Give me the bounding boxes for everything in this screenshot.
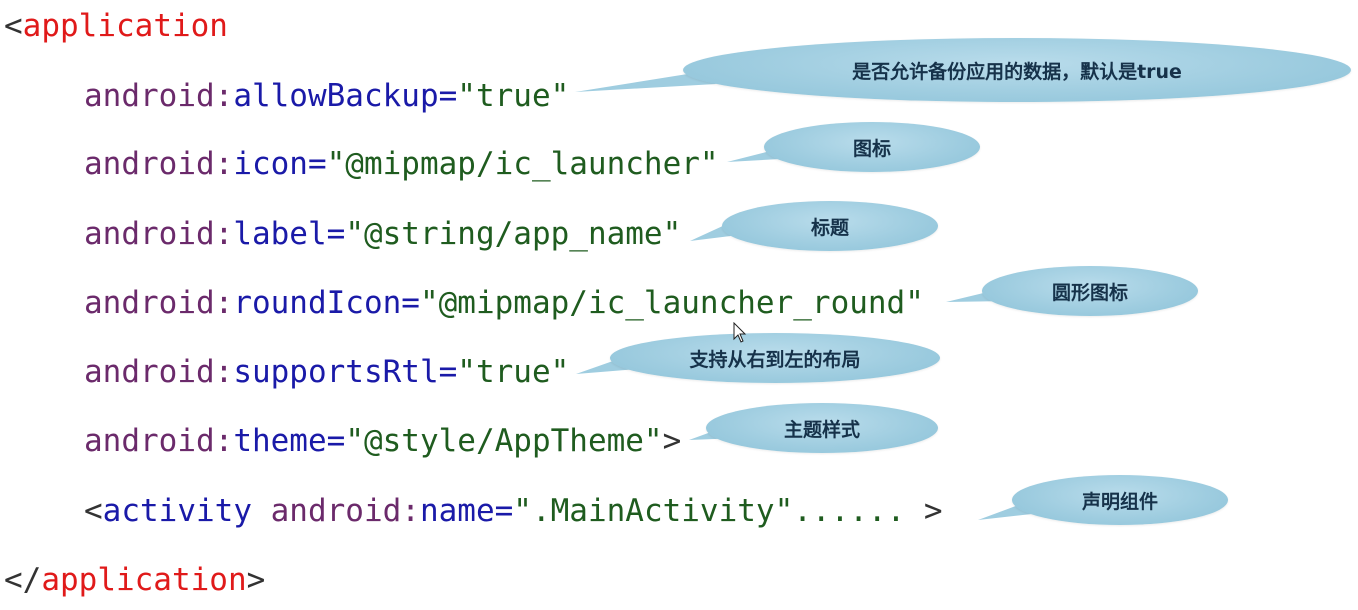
tail-allow-backup bbox=[575, 72, 716, 92]
code-line-supports-rtl: android:supportsRtl="true" bbox=[84, 354, 570, 390]
tag-application-close: application bbox=[41, 562, 247, 598]
callout-theme: 主题样式 bbox=[706, 403, 938, 453]
code-line-round-icon: android:roundIcon="@mipmap/ic_launcher_r… bbox=[84, 285, 924, 321]
callout-round-icon: 圆形图标 bbox=[982, 266, 1198, 316]
tag-application: application bbox=[22, 8, 228, 44]
code-line-label: android:label="@string/app_name" bbox=[84, 216, 682, 252]
code-line-close-application: </application> bbox=[4, 562, 266, 598]
callout-label: 标题 bbox=[722, 201, 938, 251]
code-line-allow-backup: android:allowBackup="true" bbox=[84, 78, 570, 114]
mouse-pointer-icon bbox=[733, 322, 747, 343]
code-line-open-application: <application bbox=[4, 8, 228, 44]
code-line-activity: <activity android:name=".MainActivity"..… bbox=[84, 493, 943, 529]
callout-supports-rtl: 支持从右到左的布局 bbox=[610, 333, 940, 383]
callout-icon: 图标 bbox=[764, 122, 980, 172]
code-line-icon: android:icon="@mipmap/ic_launcher" bbox=[84, 146, 719, 182]
code-line-theme: android:theme="@style/AppTheme"> bbox=[84, 423, 682, 459]
tag-activity: activity bbox=[102, 493, 252, 529]
callout-allow-backup: 是否允许备份应用的数据，默认是true bbox=[683, 38, 1351, 102]
callout-component: 声明组件 bbox=[1012, 475, 1228, 525]
